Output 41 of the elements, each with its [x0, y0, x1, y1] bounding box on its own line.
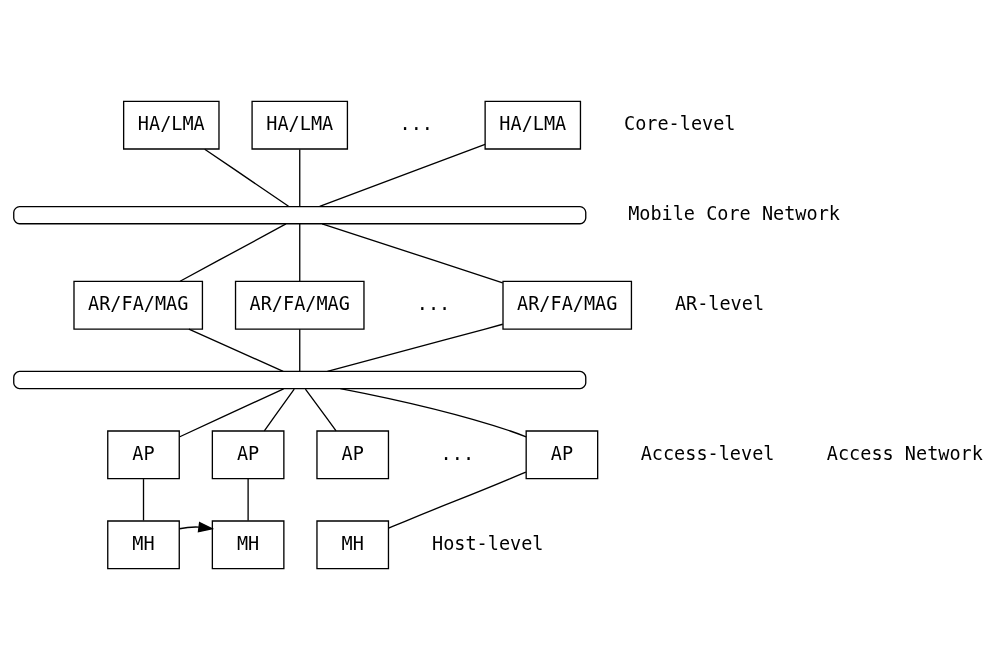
connector: [188, 328, 284, 372]
connector: [387, 470, 527, 529]
connector: [326, 323, 504, 372]
label: Access-level: [640, 442, 775, 464]
connector: [299, 148, 301, 207]
connector: [247, 477, 249, 521]
node-bar: [13, 205, 587, 224]
connector: [304, 387, 337, 431]
node-box: HA/LMA: [251, 100, 349, 150]
node-box: AR/FA/MAG: [73, 280, 204, 330]
connector: [263, 387, 295, 431]
label: Mobile Core Network: [628, 202, 840, 224]
label: Access Network: [826, 442, 983, 464]
connector: [321, 222, 504, 283]
node-box: MH: [107, 519, 180, 569]
connector: [179, 387, 285, 437]
label: ...: [399, 112, 433, 134]
node-box: MH: [211, 519, 285, 569]
connector: [299, 222, 301, 282]
node-box: HA/LMA: [484, 100, 582, 150]
node-box: AP: [525, 429, 599, 479]
node-box: MH: [316, 519, 390, 569]
label: ...: [416, 292, 451, 314]
node-box: AP: [316, 429, 390, 479]
connector: [142, 477, 145, 521]
node-box: AP: [211, 429, 285, 479]
label: ...: [440, 442, 475, 464]
label: Host-level: [432, 532, 544, 554]
node-bar: [13, 370, 587, 389]
connector: [339, 387, 527, 438]
connector: [204, 148, 290, 207]
node-box: AR/FA/MAG: [234, 280, 365, 330]
arrow: [178, 520, 215, 532]
node-box: AP: [107, 429, 180, 479]
connector: [179, 222, 287, 282]
label: AR-level: [674, 292, 765, 314]
node-box: AR/FA/MAG: [502, 280, 633, 330]
connector: [319, 143, 486, 207]
label: Core-level: [624, 112, 736, 134]
connector: [299, 328, 301, 372]
node-box: HA/LMA: [123, 100, 220, 150]
